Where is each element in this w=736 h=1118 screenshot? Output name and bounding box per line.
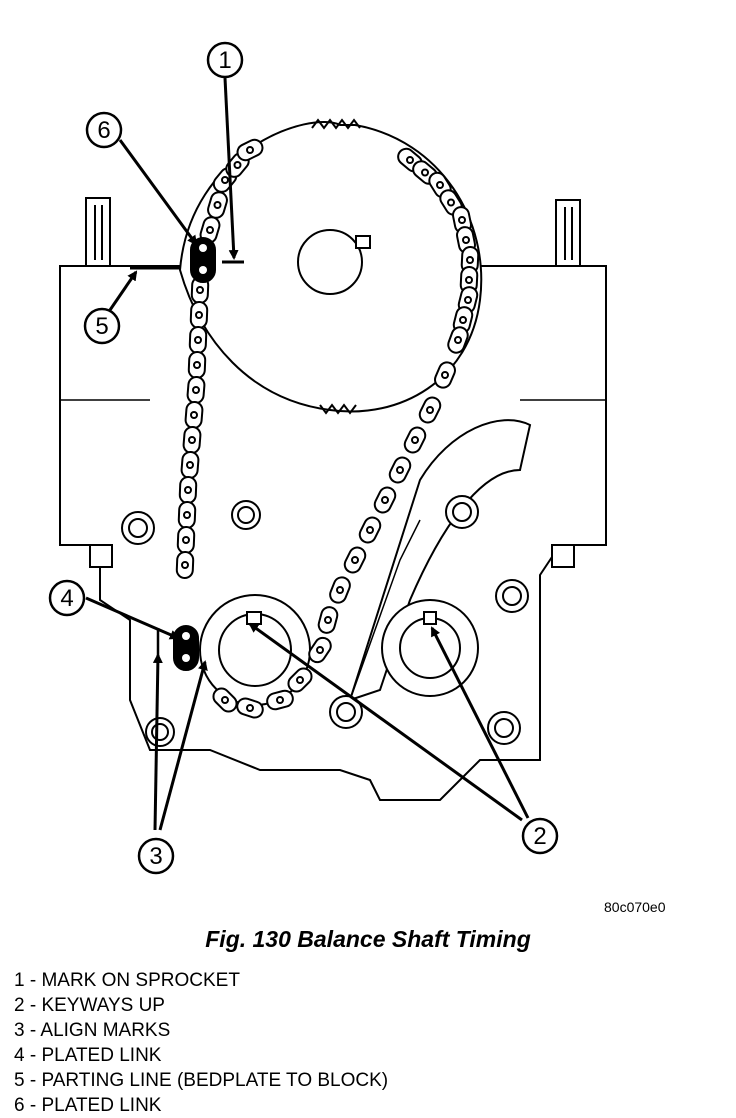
chain-pin: [183, 511, 191, 519]
chain-pin: [351, 556, 359, 564]
chain-pin: [276, 696, 284, 704]
leader-1: [223, 77, 239, 260]
legend-item: 5 - PARTING LINE (BEDPLATE TO BLOCK): [14, 1070, 389, 1091]
callout-label-6: 6: [97, 117, 110, 144]
chain-pin: [406, 156, 414, 164]
chain-pin: [186, 461, 194, 469]
chain-pin: [366, 526, 374, 534]
right-stud: [555, 199, 581, 267]
legend-item: 6 - PLATED LINK: [14, 1095, 162, 1116]
timing-chain: [175, 138, 480, 719]
chain-pin: [324, 616, 332, 624]
chain-pin: [381, 496, 389, 504]
bolt: [487, 711, 521, 745]
chain-pin: [447, 198, 455, 207]
callout-label-1: 1: [218, 47, 231, 74]
chain-pin: [459, 316, 467, 324]
image-code: 80c070e0: [604, 899, 666, 915]
plated-link-lower: [173, 625, 199, 671]
callout-circle-6: [85, 111, 123, 149]
chain-pin: [184, 486, 192, 494]
callout-label-3: 3: [149, 843, 162, 870]
chain-pin: [188, 436, 196, 444]
chain-pin: [221, 696, 229, 704]
leader-4: [85, 596, 180, 640]
left-stud: [85, 197, 111, 267]
chain-pin: [221, 176, 229, 184]
chain-pin: [426, 406, 434, 414]
bolt: [231, 500, 261, 530]
bolt: [495, 579, 529, 613]
chain-pin: [181, 561, 189, 569]
chain-pin: [441, 371, 449, 379]
crankshaft-sprocket: [178, 118, 483, 415]
legend: 1 - MARK ON SPROCKET 2 - KEYWAYS UP 3 - …: [14, 968, 388, 1118]
callout-circle-2: [521, 817, 559, 855]
legend-item: 2 - KEYWAYS UP: [14, 995, 165, 1016]
chain-pin: [336, 586, 344, 594]
chain-pin: [396, 466, 404, 474]
bolt: [329, 695, 363, 729]
legend-item: 3 - ALIGN MARKS: [14, 1020, 171, 1041]
chain-pin: [411, 436, 419, 444]
chain-pin: [190, 411, 198, 419]
callout-circle-3: [137, 837, 175, 875]
callout-circle-5: [83, 307, 121, 345]
chain-pin: [192, 386, 200, 394]
leader-2a: [248, 622, 523, 822]
chain-pin: [194, 336, 202, 344]
callout-label-4: 4: [60, 585, 73, 612]
chain-pin: [182, 536, 190, 544]
chain-pin: [193, 361, 201, 369]
leader-3a: [152, 653, 163, 831]
chain-pin: [464, 296, 472, 304]
callout-circle-4: [48, 579, 86, 617]
plated-link-upper: [190, 237, 216, 283]
chain-pin: [454, 336, 462, 344]
leader-3b: [158, 660, 208, 831]
chain-pin: [246, 146, 254, 154]
chain-pin: [195, 311, 203, 319]
right-balance-shaft-sprocket: [381, 599, 479, 697]
legend-item: 4 - PLATED LINK: [14, 1045, 162, 1066]
bolt: [121, 511, 155, 545]
chain-pin: [421, 168, 429, 177]
chain-pin: [465, 276, 473, 284]
chain-pin: [316, 646, 324, 654]
callout-label-5: 5: [95, 313, 108, 340]
leader-6: [118, 139, 198, 246]
chain-pin: [233, 161, 242, 169]
figure-caption: Fig. 130 Balance Shaft Timing: [205, 926, 531, 952]
left-balance-shaft-sprocket: [199, 594, 311, 706]
chain-pin: [196, 286, 204, 294]
chain-pin: [213, 201, 222, 209]
legend-item: 1 - MARK ON SPROCKET: [14, 970, 240, 991]
callout-circle-1: [206, 41, 244, 79]
chain-pin: [206, 226, 214, 234]
leader-2b: [430, 626, 530, 819]
bolt: [145, 717, 175, 747]
chain-pin: [296, 676, 304, 684]
chain-pin: [458, 216, 466, 224]
callout-label-2: 2: [533, 823, 546, 850]
chain-pin: [246, 704, 254, 712]
chain-pin: [466, 256, 474, 264]
chain-pin: [462, 236, 470, 244]
balance-shaft-timing-illustration: 1 6 5 4 3 2: [48, 41, 607, 875]
leader-5: [108, 270, 138, 311]
chain-pin: [436, 181, 444, 189]
